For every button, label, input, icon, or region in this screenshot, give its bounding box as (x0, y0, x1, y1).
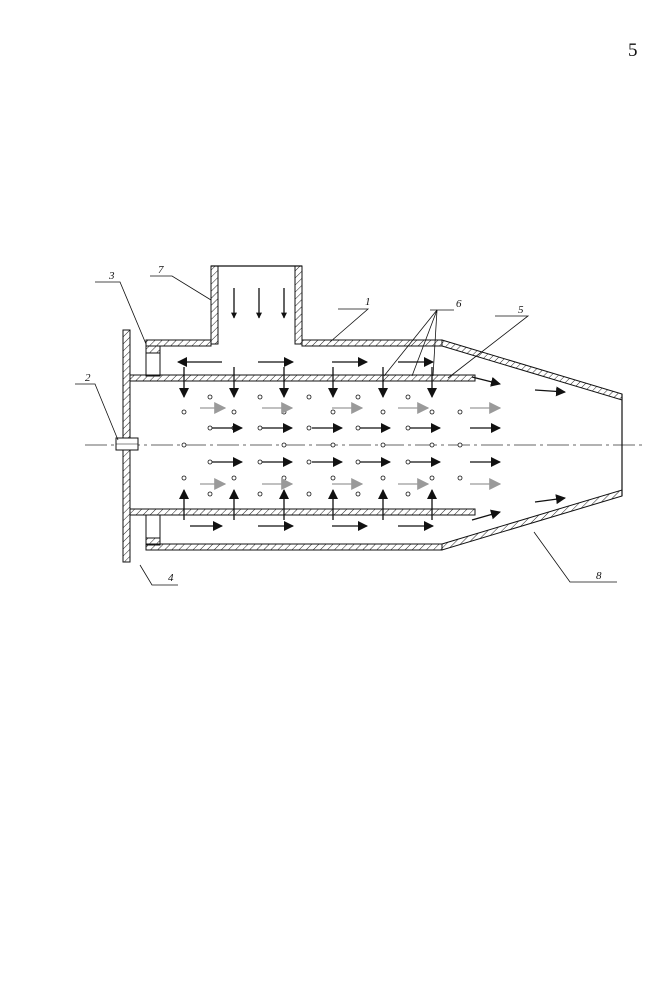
secondary-flow-arrows (200, 408, 500, 484)
radial-inflow-arrows (184, 367, 432, 520)
label-6: 6 (456, 298, 462, 310)
perforation-holes (182, 395, 462, 496)
label-3: 3 (108, 270, 115, 282)
label-2: 2 (85, 372, 91, 384)
label-7: 7 (158, 264, 164, 276)
label-4: 4 (168, 572, 174, 584)
inlet-pipe (211, 266, 302, 344)
label-5: 5 (518, 304, 524, 316)
label-1: 1 (365, 296, 371, 308)
inlet-flow-arrows (234, 288, 284, 318)
label-8: 8 (596, 570, 602, 582)
outlet-flow-arrows (470, 377, 565, 520)
